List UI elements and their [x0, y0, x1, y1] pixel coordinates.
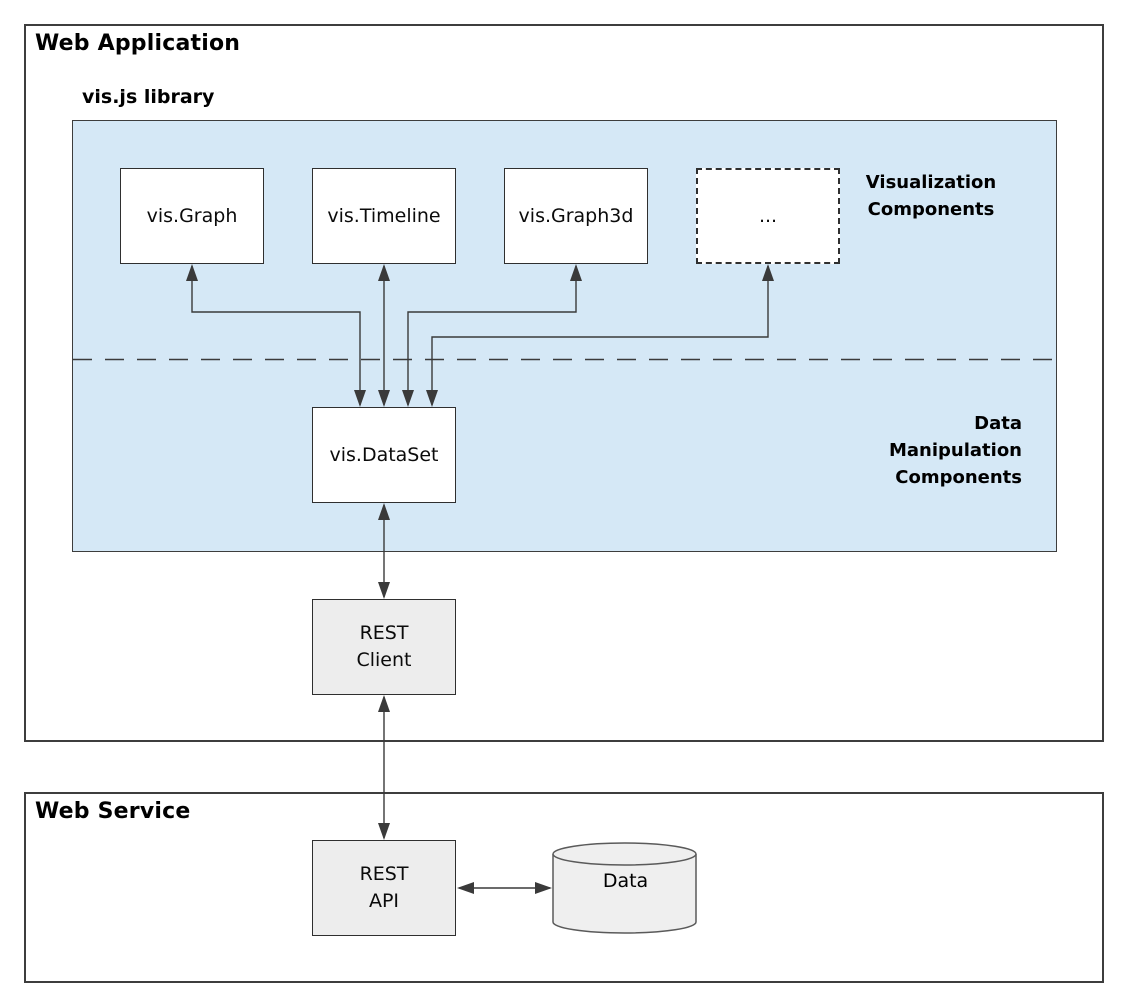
arrowhead-down-dataset-3	[402, 390, 414, 407]
connector-graph-dataset	[191, 266, 361, 405]
data-manipulation-label-line3: Components	[895, 467, 1022, 488]
node-vis-timeline: vis.Timeline	[312, 168, 456, 264]
node-more-components: ...	[696, 168, 840, 264]
arrowhead-left-restapi	[457, 882, 474, 894]
node-rest-api: REST API	[312, 840, 456, 936]
web-application-title: Web Application	[35, 31, 241, 56]
node-vis-timeline-label: vis.Timeline	[327, 204, 441, 227]
arrowhead-up-more	[762, 264, 774, 281]
arrowhead-right-datastore	[535, 882, 552, 894]
visualization-components-label: Visualization Components	[840, 169, 1022, 223]
connector-graph3d-dataset	[407, 266, 577, 405]
cylinder-body	[552, 854, 697, 934]
visualization-label-line1: Visualization	[865, 172, 997, 193]
arrowhead-down-restclient	[378, 582, 390, 599]
node-vis-graph: vis.Graph	[120, 168, 264, 264]
web-service-title: Web Service	[35, 799, 191, 824]
arrowhead-up-graph3d	[570, 264, 582, 281]
arrowhead-up-graph	[186, 264, 198, 281]
arrowhead-up-timeline	[378, 264, 390, 281]
rest-api-label-line2: API	[368, 890, 400, 912]
node-rest-client: REST Client	[312, 599, 456, 695]
connector-more-dataset	[431, 266, 769, 405]
visjs-library-title: vis.js library	[82, 86, 215, 108]
arrowhead-down-dataset-2	[378, 390, 390, 407]
arrowhead-up-restclient-bottom	[378, 695, 390, 712]
node-vis-dataset-label: vis.DataSet	[329, 443, 439, 466]
database-cylinder-icon	[552, 842, 697, 934]
arrowhead-down-restapi	[378, 823, 390, 840]
data-manipulation-components-label: Data Manipulation Components	[840, 410, 1022, 491]
node-vis-graph-label: vis.Graph	[146, 204, 238, 227]
arrowheads	[186, 264, 774, 894]
cylinder-top	[552, 842, 697, 866]
data-manipulation-label-line1: Data	[974, 413, 1022, 434]
rest-api-label-line1: REST	[359, 863, 409, 885]
data-manipulation-label-line2: Manipulation	[888, 440, 1022, 461]
arrowhead-down-dataset-1	[354, 390, 366, 407]
arrowhead-down-dataset-4	[426, 390, 438, 407]
data-store-label: Data	[602, 870, 649, 892]
rest-client-label-line2: Client	[356, 649, 412, 671]
visualization-label-line2: Components	[867, 199, 995, 220]
arrowhead-up-dataset-bottom	[378, 503, 390, 520]
node-vis-dataset: vis.DataSet	[312, 407, 456, 503]
rest-client-label-line1: REST	[359, 622, 409, 644]
node-vis-graph3d: vis.Graph3d	[504, 168, 648, 264]
node-more-components-label: ...	[758, 204, 778, 227]
node-vis-graph3d-label: vis.Graph3d	[518, 204, 634, 227]
